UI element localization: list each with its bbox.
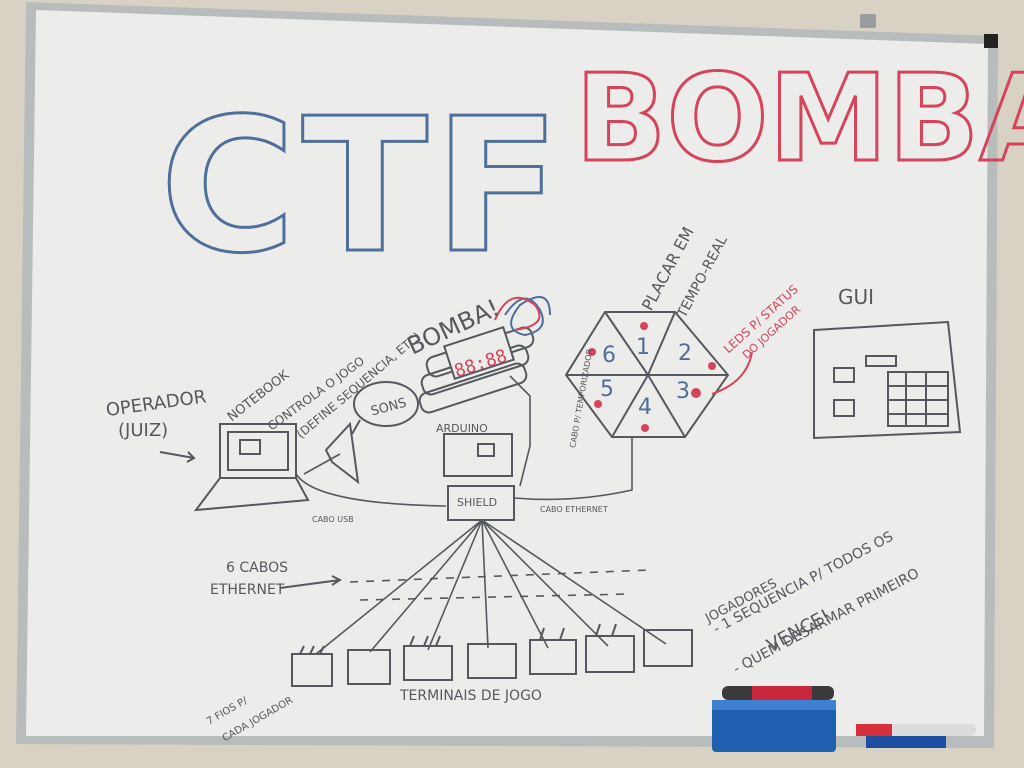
label-gui: GUI	[838, 285, 874, 309]
marker-red	[722, 686, 834, 700]
label-juiz: (JUIZ)	[118, 420, 168, 441]
hex-number-6: 6	[602, 343, 616, 368]
svg-text:CTF: CTF	[160, 78, 566, 294]
label-cabo-usb: CABO USB	[312, 515, 354, 524]
game-terminals	[291, 623, 693, 687]
label-shield: SHIELD	[457, 496, 497, 509]
frame-clip	[860, 14, 876, 28]
cables	[295, 375, 667, 655]
eraser	[712, 700, 836, 752]
hex-number-2: 2	[678, 341, 692, 366]
title-bomba: BOMBA	[574, 49, 1024, 191]
speaker-drawing	[324, 381, 419, 485]
label-cabo-ethernet: CABO ETHERNET	[540, 505, 608, 514]
hex-number-1: 1	[636, 335, 650, 360]
bomb-drawing	[418, 296, 551, 414]
frame-corner	[984, 34, 998, 48]
hex-number-4: 4	[638, 395, 652, 420]
laptop-drawing	[193, 423, 310, 512]
hexagon-scoreboard	[564, 311, 730, 438]
whiteboard-surface	[26, 10, 988, 736]
marker-blue	[856, 724, 976, 748]
label-ethernet: ETHERNET	[210, 582, 285, 598]
svg-text:BOMBA: BOMBA	[575, 50, 1024, 189]
label-arduino: ARDUINO	[436, 422, 488, 435]
hex-status-leds	[588, 322, 716, 432]
leds-arrow	[711, 351, 753, 395]
gui-sketch	[813, 320, 962, 440]
hex-number-5: 5	[600, 377, 614, 402]
hex-number-3: 3	[676, 379, 690, 404]
title-ctf: CTF	[159, 77, 566, 296]
ethernet-arrow	[279, 575, 343, 589]
operator-arrow	[159, 451, 196, 463]
label-seis-cabos: 6 CABOS	[226, 560, 288, 576]
label-terminais: TERMINAIS DE JOGO	[399, 688, 542, 704]
